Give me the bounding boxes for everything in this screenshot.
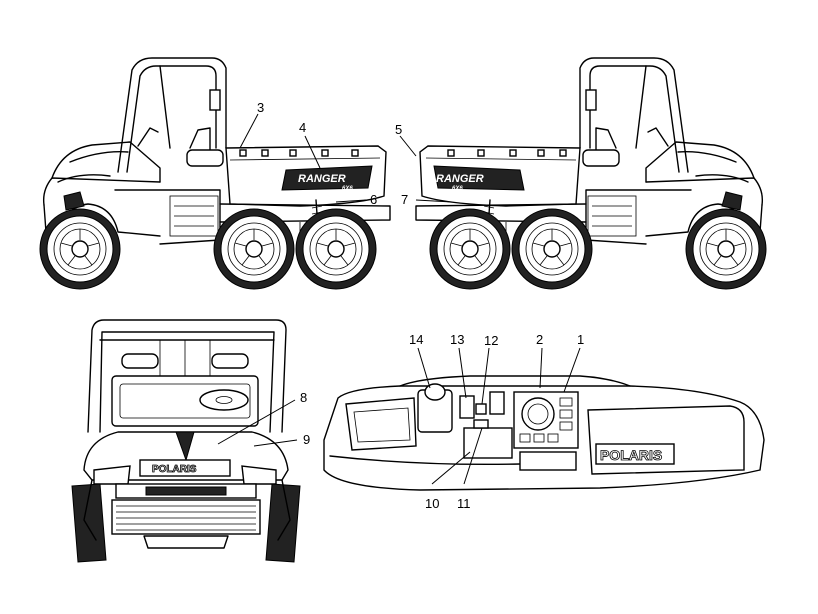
callout-14: 14	[409, 332, 423, 347]
callout-9: 9	[303, 432, 310, 447]
dashboard-view: POLARIS	[323, 375, 765, 491]
callout-4: 4	[299, 120, 306, 135]
callout-8: 8	[300, 390, 307, 405]
callout-10: 10	[425, 496, 439, 511]
ranger-decal-right: RANGER	[436, 173, 484, 185]
callout-1: 1	[577, 332, 584, 347]
callout-labels: 1 2 3 4 5 6 7 8 9 10 11 12 13 14	[257, 100, 584, 511]
polaris-hood-text: POLARIS	[152, 464, 197, 475]
polaris-dash-text: POLARIS	[600, 447, 662, 463]
front-view: POLARIS	[71, 319, 301, 563]
callout-6: 6	[370, 192, 377, 207]
callout-11: 11	[457, 496, 471, 511]
callout-2: 2	[536, 332, 543, 347]
right-side-view: RANGER 6X6	[416, 58, 766, 289]
callout-3: 3	[257, 100, 264, 115]
callout-12: 12	[484, 333, 498, 348]
leader-lines	[217, 113, 581, 485]
six-by-six-decal-right: 6X6	[452, 186, 463, 192]
left-side-view: RANGER 6X6	[40, 58, 390, 289]
callout-7: 7	[401, 192, 408, 207]
callout-13: 13	[450, 332, 464, 347]
callout-5: 5	[395, 122, 402, 137]
six-by-six-decal-left: 6X6	[342, 186, 353, 192]
ranger-decal-left: RANGER	[298, 173, 346, 185]
